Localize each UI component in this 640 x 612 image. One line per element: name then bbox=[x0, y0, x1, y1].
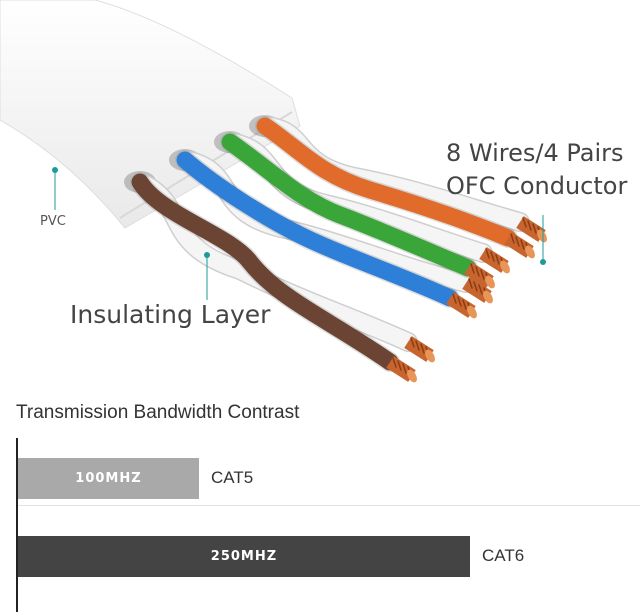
insulating-layer-label: Insulating Layer bbox=[70, 300, 271, 329]
wire-pair-orange bbox=[255, 116, 530, 248]
copper-tip bbox=[404, 336, 435, 363]
chart-title: Transmission Bandwidth Contrast bbox=[16, 402, 300, 423]
copper-tip bbox=[462, 277, 493, 304]
bar-category-label: CAT5 bbox=[211, 468, 254, 487]
callout-lines bbox=[52, 167, 546, 300]
copper-tip bbox=[464, 262, 495, 289]
copper-tip bbox=[446, 292, 477, 319]
chart-divider bbox=[18, 505, 640, 506]
copper-tip bbox=[386, 356, 417, 383]
copper-tip bbox=[479, 247, 510, 274]
wire-pair-green bbox=[220, 132, 493, 278]
wires-pairs-label: 8 Wires/4 Pairs bbox=[446, 139, 624, 167]
wire-bundle bbox=[124, 115, 530, 372]
copper-tip bbox=[516, 216, 547, 243]
chart-axis bbox=[16, 438, 18, 612]
wire-pair-blue bbox=[175, 150, 476, 308]
wire-pair-brown bbox=[130, 172, 418, 372]
conductor-label: OFC Conductor bbox=[446, 172, 628, 200]
bar-category-label: CAT6 bbox=[482, 546, 525, 565]
bar-value-label: 100MHZ bbox=[75, 471, 142, 486]
bar-cat6: 250MHZ bbox=[18, 536, 470, 577]
copper-conductors bbox=[386, 216, 547, 383]
cable-illustration bbox=[0, 0, 547, 383]
bar-cat5: 100MHZ bbox=[18, 458, 199, 499]
copper-tip bbox=[504, 232, 535, 259]
pvc-label: PVC bbox=[40, 214, 66, 229]
bar-value-label: 250MHZ bbox=[210, 549, 278, 564]
